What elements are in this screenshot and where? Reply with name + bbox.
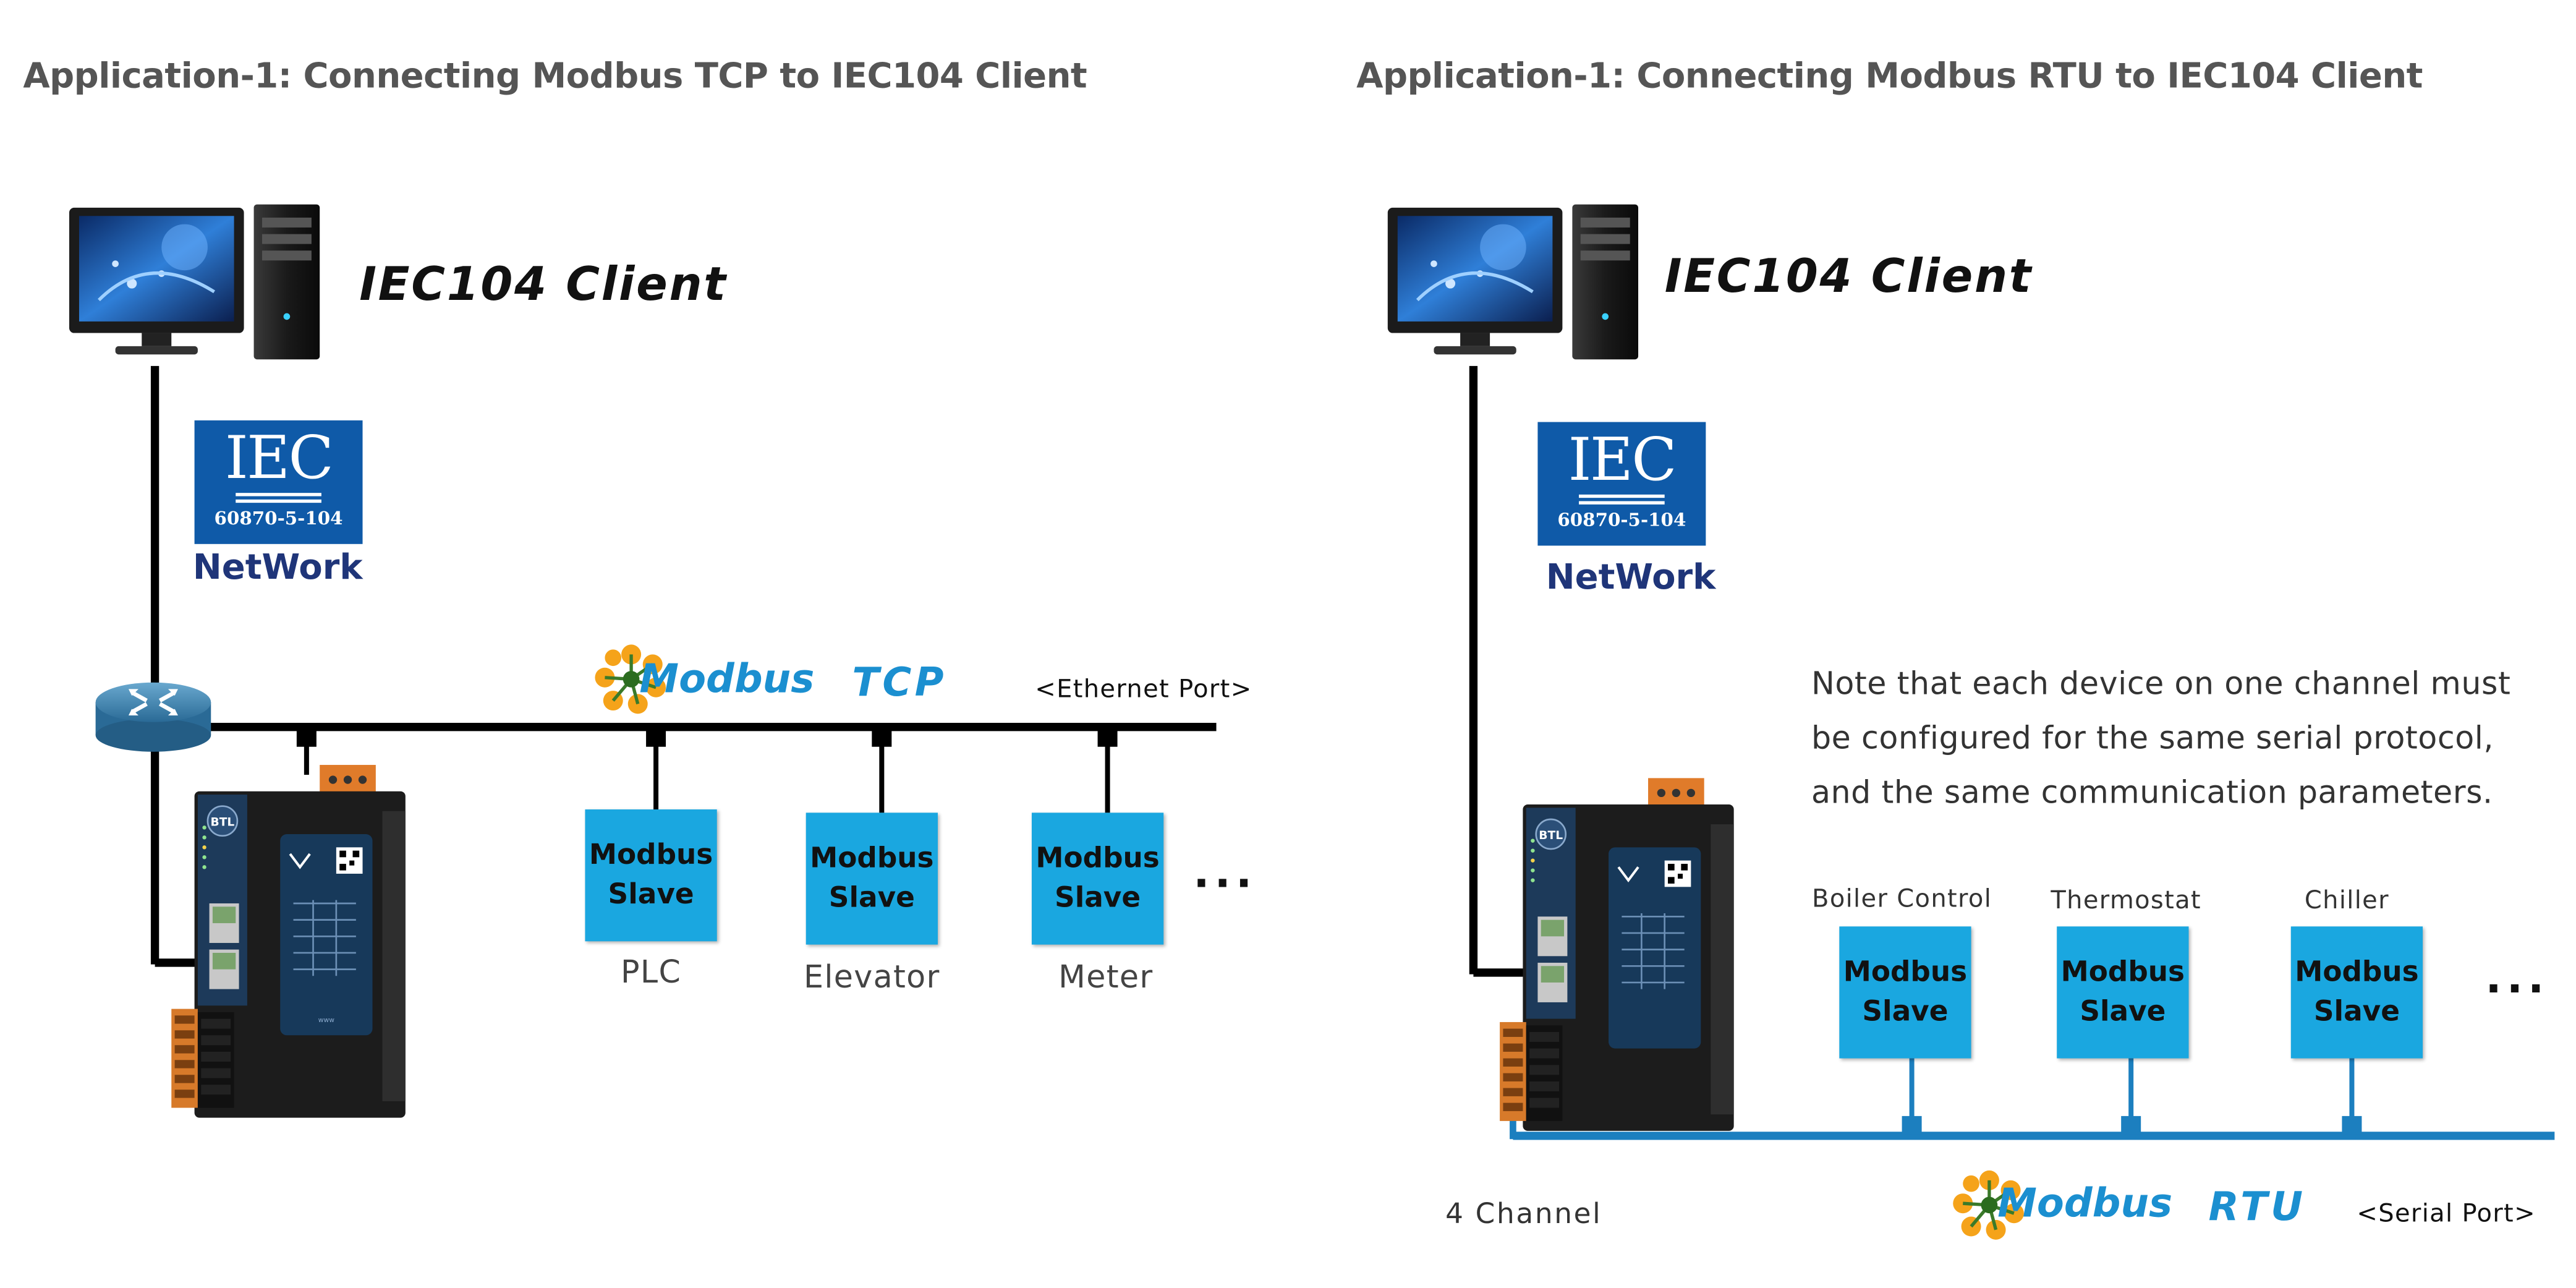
modbus-slave-plc: Modbus Slave <box>585 809 717 942</box>
slave-line1: Modbus <box>2295 956 2419 989</box>
device-label-plc: PLC <box>621 954 682 991</box>
eth-tap-elevator <box>872 730 892 747</box>
device-label-boiler-control: Boiler Control <box>1812 883 1992 913</box>
desktop-computer-icon <box>1387 204 1639 360</box>
modbus-slave-elevator: Modbus Slave <box>806 812 938 945</box>
eth-tap-plc <box>646 730 666 747</box>
right-network-label: NetWork <box>1545 557 1716 597</box>
slave-line2: Slave <box>2313 996 2400 1029</box>
svg-text:www: www <box>318 1016 334 1024</box>
svg-text:BTL: BTL <box>210 816 234 829</box>
rtu-tap-thermostat <box>2121 1115 2141 1135</box>
iec-logo-text: IEC <box>224 425 334 493</box>
iec-logo-lines <box>1579 494 1665 505</box>
rtu-tap-chiller <box>2342 1115 2362 1135</box>
eth-tap-meter <box>1097 730 1118 747</box>
slave-line1: Modbus <box>1035 842 1160 876</box>
rtu-protocol-word: RTU <box>2208 1184 2306 1230</box>
device-label-meter: Meter <box>1058 959 1154 996</box>
modbus-logo-icon <box>1953 1170 2024 1240</box>
left-panel-title: Application-1: Connecting Modbus TCP to … <box>23 56 1087 96</box>
channel-count-label: 4 Channel <box>1445 1198 1602 1232</box>
iec-logo-text: IEC <box>1568 427 1677 495</box>
eth-tap-gateway <box>296 730 317 747</box>
svg-text:BTL: BTL <box>1539 829 1563 842</box>
right-client-label: IEC104 Client <box>1664 249 2033 304</box>
device-label-elevator: Elevator <box>804 959 940 996</box>
slave-line1: Modbus <box>589 839 713 872</box>
right-panel-title: Application-1: Connecting Modbus RTU to … <box>1356 56 2423 96</box>
iec-logo-lines <box>236 493 321 503</box>
more-devices-ellipsis: ... <box>1193 849 1257 898</box>
serial-port-label: <Serial Port> <box>2357 1198 2536 1229</box>
modbus-slave-meter: Modbus Slave <box>1031 812 1164 945</box>
left-client-label: IEC104 Client <box>359 257 728 312</box>
left-network-label: NetWork <box>192 547 363 587</box>
slave-line2: Slave <box>828 882 915 915</box>
iec-logo-icon: IEC 60870-5-104 <box>194 420 363 544</box>
gateway-device-icon: BTL <box>1500 778 1734 1131</box>
slave-line1: Modbus <box>2060 956 2185 989</box>
modbus-slave-boiler-control: Modbus Slave <box>1839 926 1971 1059</box>
slave-line2: Slave <box>2080 996 2166 1029</box>
tcp-modbus-word: Modbus <box>639 656 815 702</box>
slave-line2: Slave <box>1862 996 1949 1029</box>
desktop-computer-icon <box>69 204 320 360</box>
modbus-logo-icon <box>595 644 666 714</box>
gateway-device-icon: BTL www <box>171 765 406 1118</box>
device-label-chiller: Chiller <box>2304 885 2389 915</box>
router-icon <box>95 682 211 752</box>
modbus-slave-chiller: Modbus Slave <box>2290 926 2423 1059</box>
rtu-modbus-word: Modbus <box>1997 1180 2173 1227</box>
slave-line1: Modbus <box>1843 956 1968 989</box>
ethernet-port-label: <Ethernet Port> <box>1035 674 1252 704</box>
iec-logo-standard: 60870-5-104 <box>214 508 343 529</box>
iec-logo-standard: 60870-5-104 <box>1557 509 1686 531</box>
slave-line2: Slave <box>608 878 694 912</box>
slave-line1: Modbus <box>810 842 934 876</box>
configuration-note: Note that each device on one channel mus… <box>1811 666 2511 811</box>
iec-logo-icon: IEC 60870-5-104 <box>1537 422 1706 546</box>
more-devices-ellipsis: ... <box>2485 954 2549 1004</box>
slave-line2: Slave <box>1055 882 1141 915</box>
rtu-tap-boiler <box>1902 1115 1922 1135</box>
tcp-protocol-word: TCP <box>852 659 947 706</box>
modbus-slave-thermostat: Modbus Slave <box>2057 926 2189 1059</box>
device-label-thermostat: Thermostat <box>2051 885 2201 915</box>
